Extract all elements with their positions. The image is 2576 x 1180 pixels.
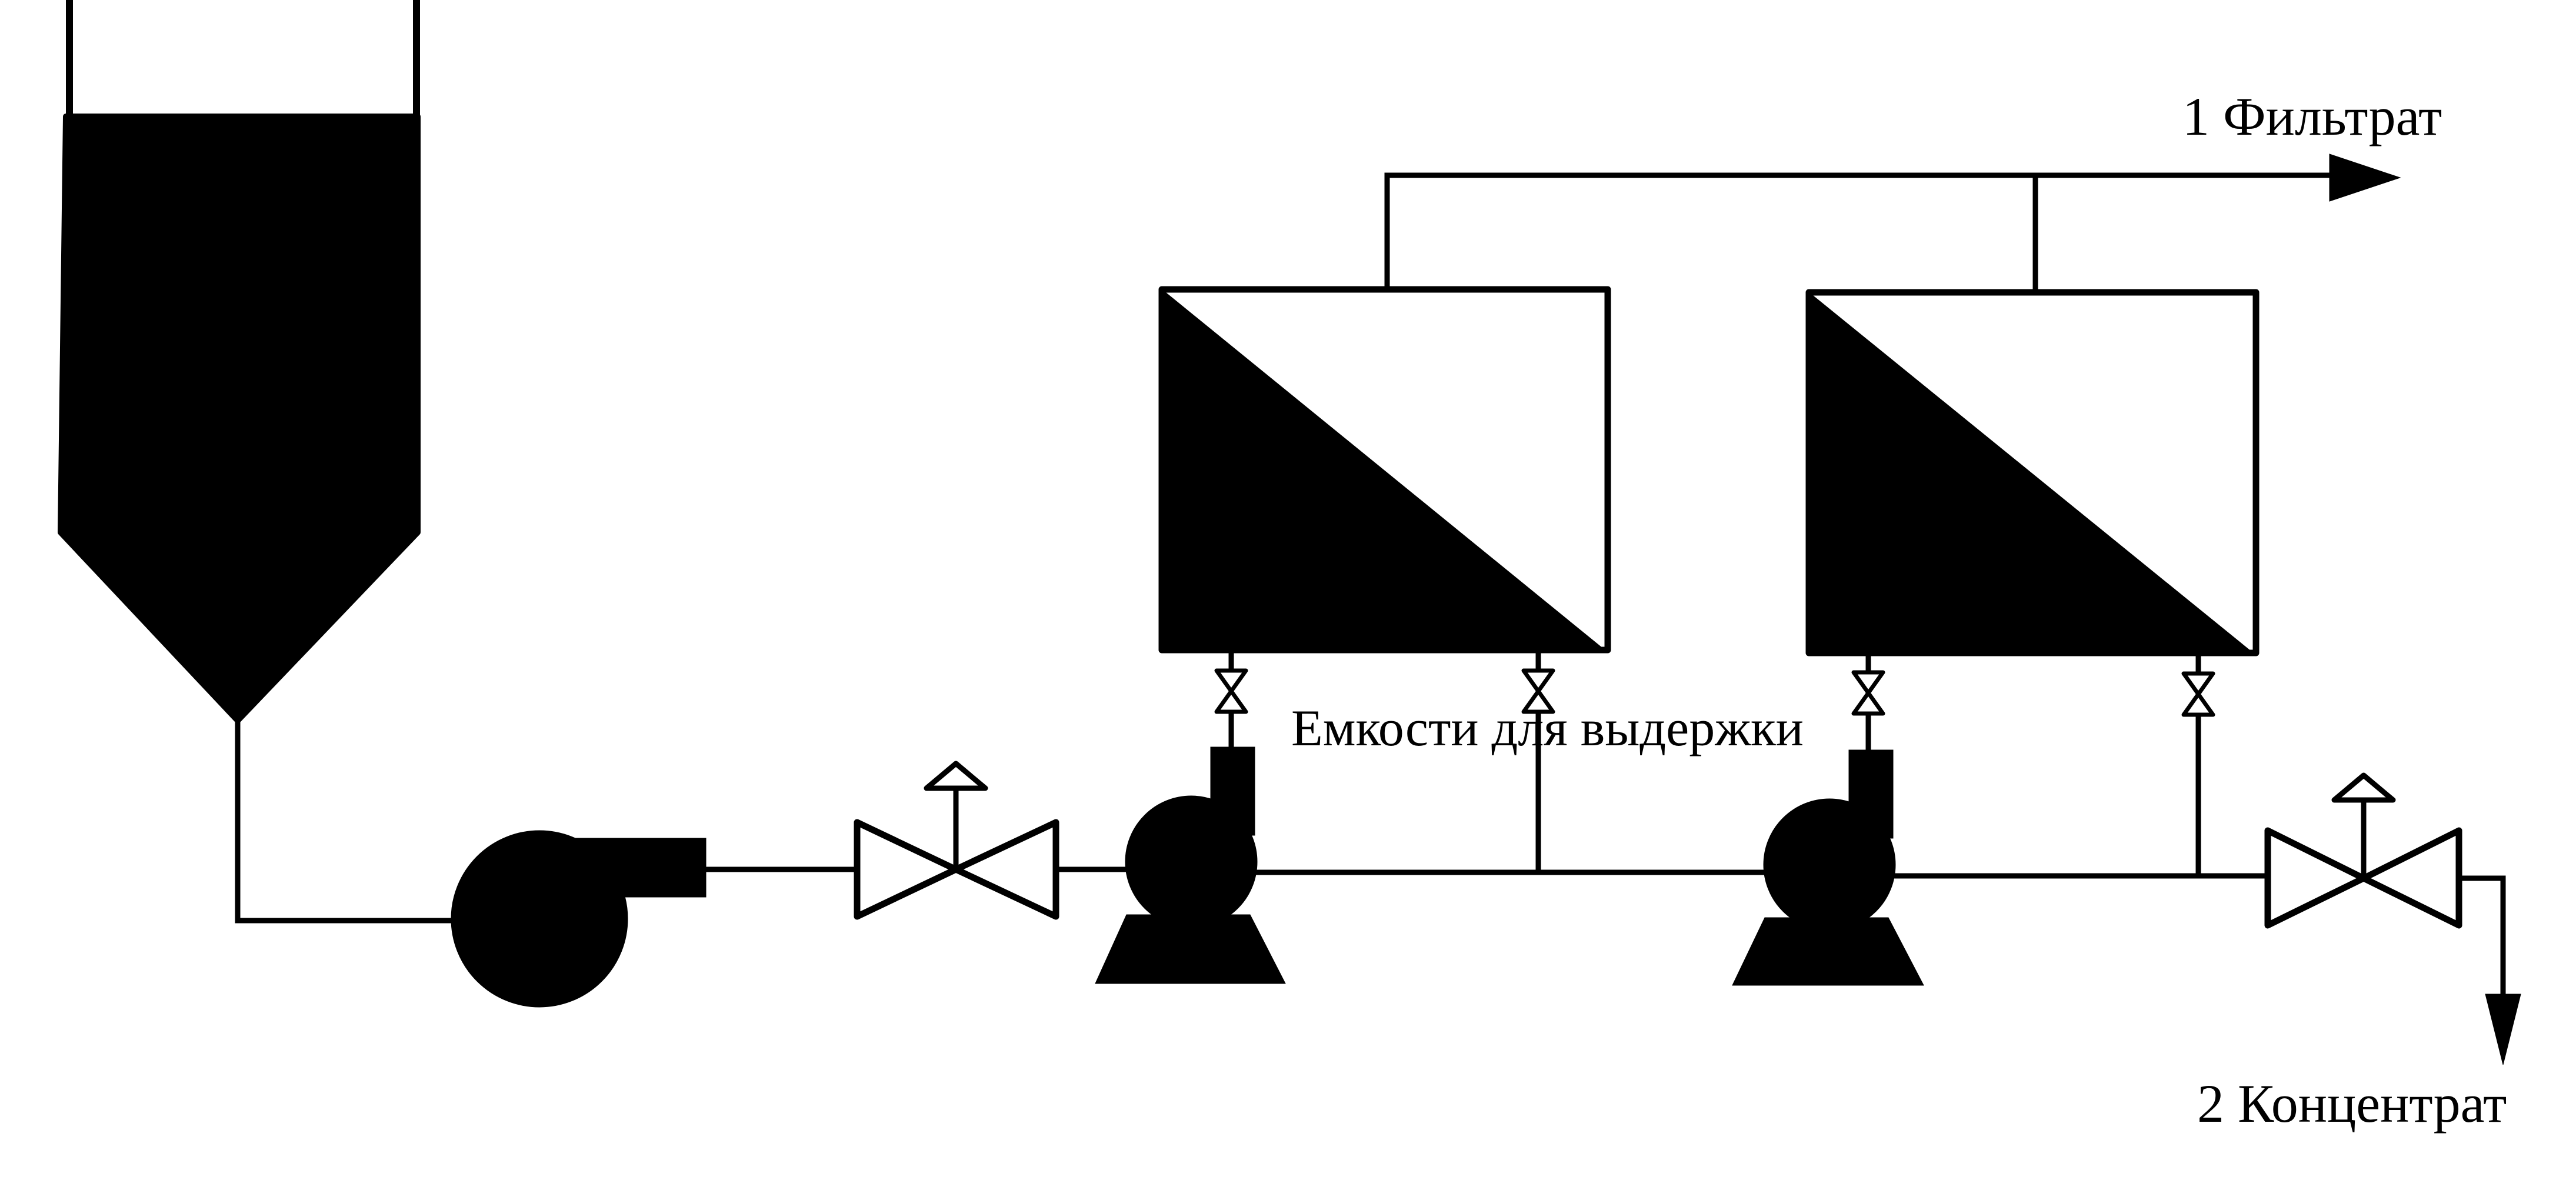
pump-2-icon (1732, 749, 1924, 986)
control-valve-1-icon (854, 761, 1059, 920)
filtrate-label: 1 Фильтрат (2182, 86, 2442, 146)
concentrate-arrow-icon (2485, 994, 2521, 1065)
blower-icon (451, 830, 707, 1008)
filtrate-header-pipe (1384, 172, 2338, 289)
holding-tank-1 (1158, 286, 1611, 654)
pump-1-icon (1095, 746, 1286, 984)
concentrate-label: 2 Концентрат (2197, 1074, 2507, 1134)
tank1-inlet-valve-icon (1214, 668, 1248, 714)
tank2-inlet-valve-icon (1851, 670, 1885, 716)
filtrate-arrow-icon (2329, 154, 2401, 202)
feed-hopper (58, 0, 421, 724)
tank1-return-valve-icon (1521, 668, 1555, 714)
holding-tanks-label: Емкости для выдержки (1291, 700, 1804, 757)
tank2-return-valve-icon (2181, 671, 2215, 717)
holding-tank-2 (1805, 289, 2260, 656)
hopper-outlet-pipe (235, 721, 453, 924)
valve2-outlet-pipe (2459, 875, 2506, 1000)
control-valve-2-icon (2264, 772, 2462, 929)
